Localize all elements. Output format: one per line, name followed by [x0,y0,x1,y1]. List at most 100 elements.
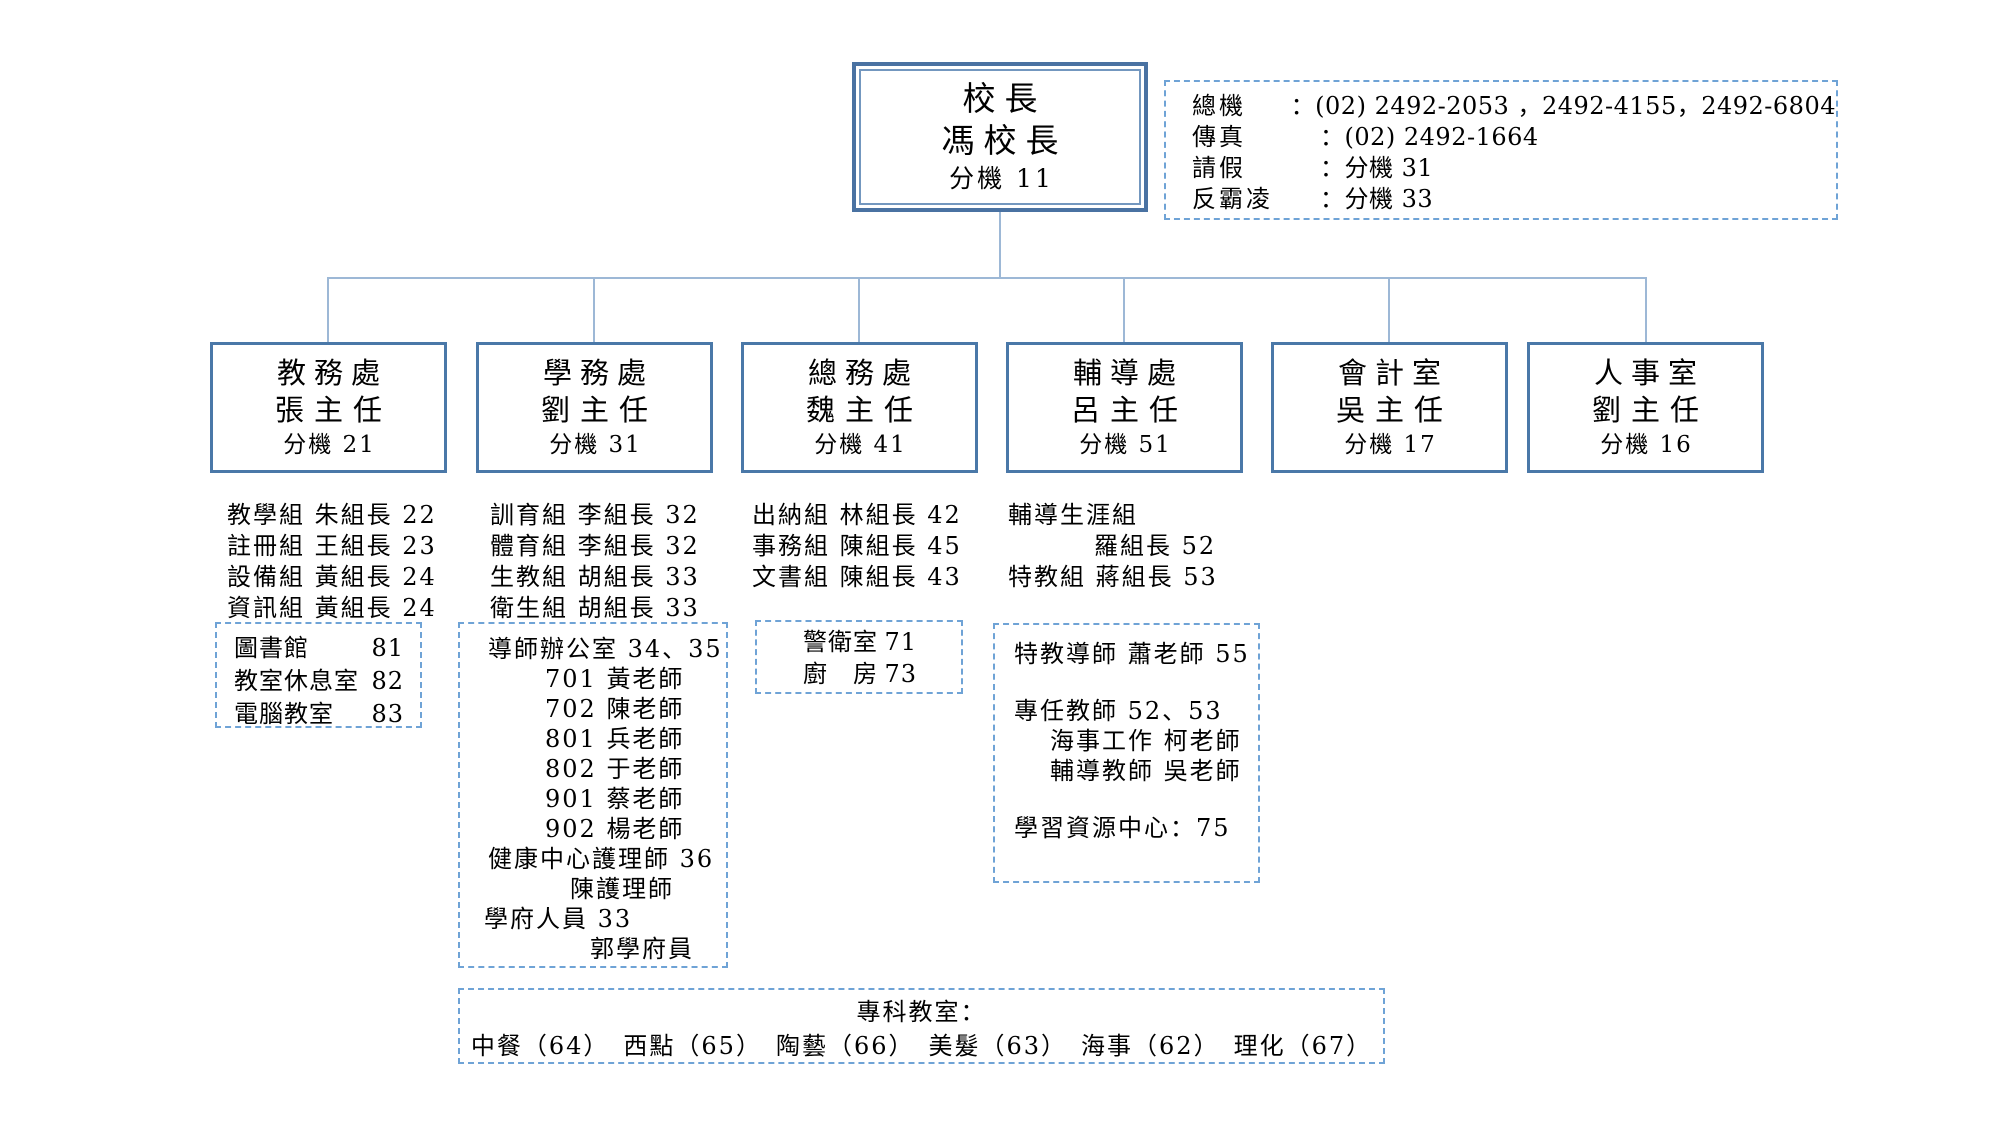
dept-name: 學務處 [542,356,654,390]
room-ext: 73 [884,660,917,688]
dept-name: 教務處 [276,356,388,390]
staff-list-student: 訓育組 李組長 32 體育組 李組長 32 生教組 胡組長 33 衛生組 胡組長… [490,500,700,624]
counseling-line-blank [995,669,1258,696]
contact-label: 傳真 [1192,123,1246,151]
counseling-line: 學習資源中心：75 [1014,814,1231,842]
contact-value: ：分機 33 [1320,185,1434,213]
staff-line: 體育組 李組長 32 [490,532,700,560]
homeroom-line: 陳護理師 [570,875,674,903]
dept-extension: 分機 31 [549,432,642,458]
dept-name: 總務處 [807,356,919,390]
principal-box-inner: 校長 馮校長 分機 11 [859,69,1141,205]
special-classrooms-list: 中餐（64） 西點（65） 陶藝（66） 美髮（63） 海事（62） 理化（67… [470,1032,1373,1060]
homeroom-line: 702 陳老師 [545,695,685,723]
dept-name: 輔導處 [1072,356,1184,390]
staff-line: 註冊組 王組長 23 [227,532,437,560]
staff-line: 輔導生涯組 [1008,501,1138,529]
counseling-line-blank [995,786,1258,813]
room-name: 廚 房 [803,660,878,688]
dept-head: 劉主任 [1591,393,1709,427]
staff-list-counseling: 輔導生涯組 羅組長 52 特教組 蔣組長 53 [1008,500,1218,593]
homeroom-line: 801 兵老師 [545,725,685,753]
room-ext: 81 [371,634,404,662]
contact-value: ：(02) 2492-1664 [1320,123,1539,151]
staff-line: 羅組長 52 [1094,532,1217,560]
contact-value: ：分機 31 [1320,154,1434,182]
staff-line: 設備組 黃組長 24 [227,563,437,591]
principal-extension: 分機 11 [949,164,1054,193]
staff-line: 出納組 林組長 42 [752,501,962,529]
principal-box: 校長 馮校長 分機 11 [852,62,1148,212]
counseling-line: 輔導教師 吳老師 [1050,757,1242,785]
room-ext: 71 [884,628,917,656]
staff-line: 文書組 陳組長 43 [752,563,962,591]
counseling-line: 特教導師 蕭老師 55 [1014,640,1250,668]
room-name: 圖書館 [234,634,309,662]
staff-line: 訓育組 李組長 32 [490,501,700,529]
homeroom-line: 802 于老師 [545,755,685,783]
dept-extension: 分機 21 [283,432,376,458]
contact-row: 總機 ：(02) 2492-2053 ，2492-4155，2492-6804 [1192,91,1836,122]
homeroom-line: 701 黃老師 [545,665,685,693]
homeroom-line: 902 楊老師 [545,815,685,843]
special-classrooms-title: 專科教室： [856,998,987,1026]
dept-extension: 分機 51 [1079,432,1172,458]
dept-box-student-affairs: 學務處 劉主任 分機 31 [476,342,713,473]
room-name: 教室休息室 [234,667,359,695]
room-ext: 82 [371,667,404,695]
special-classrooms-box: 專科教室： 中餐（64） 西點（65） 陶藝（66） 美髮（63） 海事（62）… [458,988,1385,1064]
dept-box-academic-affairs: 教務處 張主任 分機 21 [210,342,447,473]
room-name: 警衛室 [803,628,878,656]
room-ext: 83 [371,700,404,728]
room-row: 圖書館 81 [234,632,404,665]
dept-head: 吳主任 [1335,393,1453,427]
contact-info-box: 總機 ：(02) 2492-2053 ，2492-4155，2492-6804 … [1164,80,1838,220]
dept-extension: 分機 17 [1344,432,1437,458]
dept-head: 呂主任 [1070,393,1188,427]
principal-name: 馮校長 [941,121,1068,160]
connector-drop-accounting [1388,277,1390,342]
homeroom-line: 901 蔡老師 [545,785,685,813]
counseling-line: 海事工作 柯老師 [1050,727,1242,755]
room-name: 電腦教室 [234,700,334,728]
counseling-detail-box: 特教導師 蕭老師 55 專任教師 52、53 海事工作 柯老師 輔導教師 吳老師… [993,623,1260,883]
contact-row: 傳真 ：(02) 2492-1664 [1192,122,1836,153]
dept-name: 會計室 [1337,356,1449,390]
staff-list-general: 出納組 林組長 42 事務組 陳組長 45 文書組 陳組長 43 [752,500,962,593]
staff-line: 事務組 陳組長 45 [752,532,962,560]
dept-name: 人事室 [1593,356,1705,390]
staff-line: 特教組 蔣組長 53 [1008,563,1218,591]
homeroom-teachers-box: 導師辦公室 34、35 701 黃老師 702 陳老師 801 兵老師 802 … [458,622,728,968]
contact-label: 反霸凌 [1192,185,1273,213]
contact-value: ：(02) 2492-2053 ，2492-4155，2492-6804 [1290,92,1836,120]
staff-line: 資訊組 黃組長 24 [227,594,437,622]
staff-line: 衛生組 胡組長 33 [490,594,700,622]
room-row: 廚 房 73 [803,658,917,690]
connector-drop-personnel [1645,277,1647,342]
connector-drop-counseling [1123,277,1125,342]
dept-box-counseling: 輔導處 呂主任 分機 51 [1006,342,1243,473]
dept-head: 張主任 [274,393,392,427]
dept-box-general-affairs: 總務處 魏主任 分機 41 [741,342,978,473]
staff-line: 生教組 胡組長 33 [490,563,700,591]
counseling-line: 專任教師 52、53 [1014,697,1223,725]
staff-list-academic: 教學組 朱組長 22 註冊組 王組長 23 設備組 黃組長 24 資訊組 黃組長… [227,500,437,624]
homeroom-line: 郭學府員 [590,935,694,963]
homeroom-line: 導師辦公室 34、35 [488,635,723,663]
dept-extension: 分機 16 [1600,432,1693,458]
room-row: 教室休息室 82 [234,665,404,698]
connector-drop-student [593,277,595,342]
contact-row: 反霸凌 ：分機 33 [1192,184,1836,215]
connector-drop-academic [327,277,329,342]
homeroom-line: 學府人員 33 [484,905,633,933]
contact-row: 請假 ：分機 31 [1192,153,1836,184]
dept-box-personnel: 人事室 劉主任 分機 16 [1527,342,1764,473]
connector-trunk [999,212,1001,277]
homeroom-line: 健康中心護理師 36 [488,845,715,873]
room-row: 警衛室 71 [803,626,917,658]
principal-title: 校長 [962,79,1047,118]
room-row: 電腦教室 83 [234,698,404,731]
academic-rooms-box: 圖書館 81 教室休息室 82 電腦教室 83 [215,622,422,728]
general-rooms-box: 警衛室 71 廚 房 73 [755,620,963,694]
